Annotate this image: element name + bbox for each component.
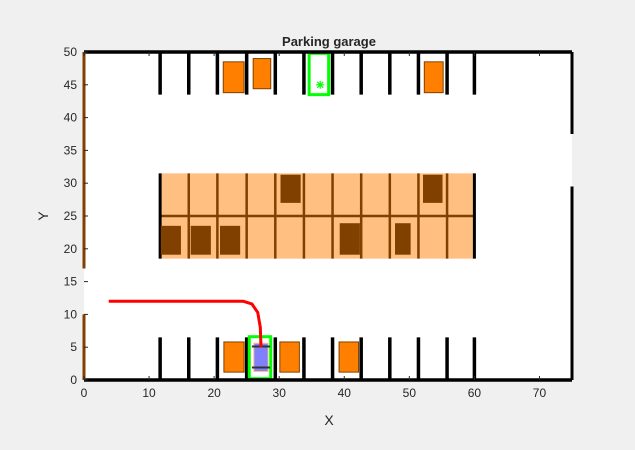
y-tick-label: 10 (64, 307, 78, 321)
y-tick-label: 50 (64, 45, 78, 59)
chart-title: Parking garage (282, 34, 376, 49)
x-tick-label: 10 (142, 386, 156, 400)
y-axis-label: Y (35, 211, 51, 221)
y-tick-label: 40 (64, 111, 78, 125)
x-tick-label: 50 (403, 386, 417, 400)
parked-car-row (223, 341, 245, 373)
parked-car-center (422, 174, 443, 203)
x-tick-label: 30 (273, 386, 287, 400)
parked-car-row (252, 58, 272, 90)
parked-car-center (190, 225, 211, 255)
y-tick-label: 45 (64, 78, 78, 92)
planned-path (108, 299, 263, 348)
parked-car-row (222, 61, 245, 94)
parked-car-center (395, 223, 411, 255)
x-tick-label: 40 (338, 386, 352, 400)
parked-car-center (280, 174, 301, 203)
parked-car-row (338, 341, 360, 373)
y-tick-label: 20 (64, 242, 78, 256)
parked-car-row (279, 341, 300, 373)
y-tick-label: 5 (70, 340, 77, 354)
goal-marker-star (316, 81, 324, 89)
parked-car-center (339, 223, 360, 255)
y-tick-label: 35 (64, 143, 78, 157)
parked-car-row (423, 61, 444, 94)
parked-car-center (160, 225, 181, 255)
x-tick-label: 20 (207, 386, 221, 400)
y-tick-label: 15 (64, 275, 78, 289)
x-axis-label: X (324, 412, 334, 428)
y-tick-label: 30 (64, 176, 78, 190)
y-tick-label: 0 (70, 373, 77, 387)
parked-car-center (219, 225, 241, 255)
x-tick-label: 70 (533, 386, 547, 400)
x-tick-label: 60 (468, 386, 482, 400)
x-tick-label: 0 (81, 386, 88, 400)
y-tick-label: 25 (64, 209, 78, 223)
